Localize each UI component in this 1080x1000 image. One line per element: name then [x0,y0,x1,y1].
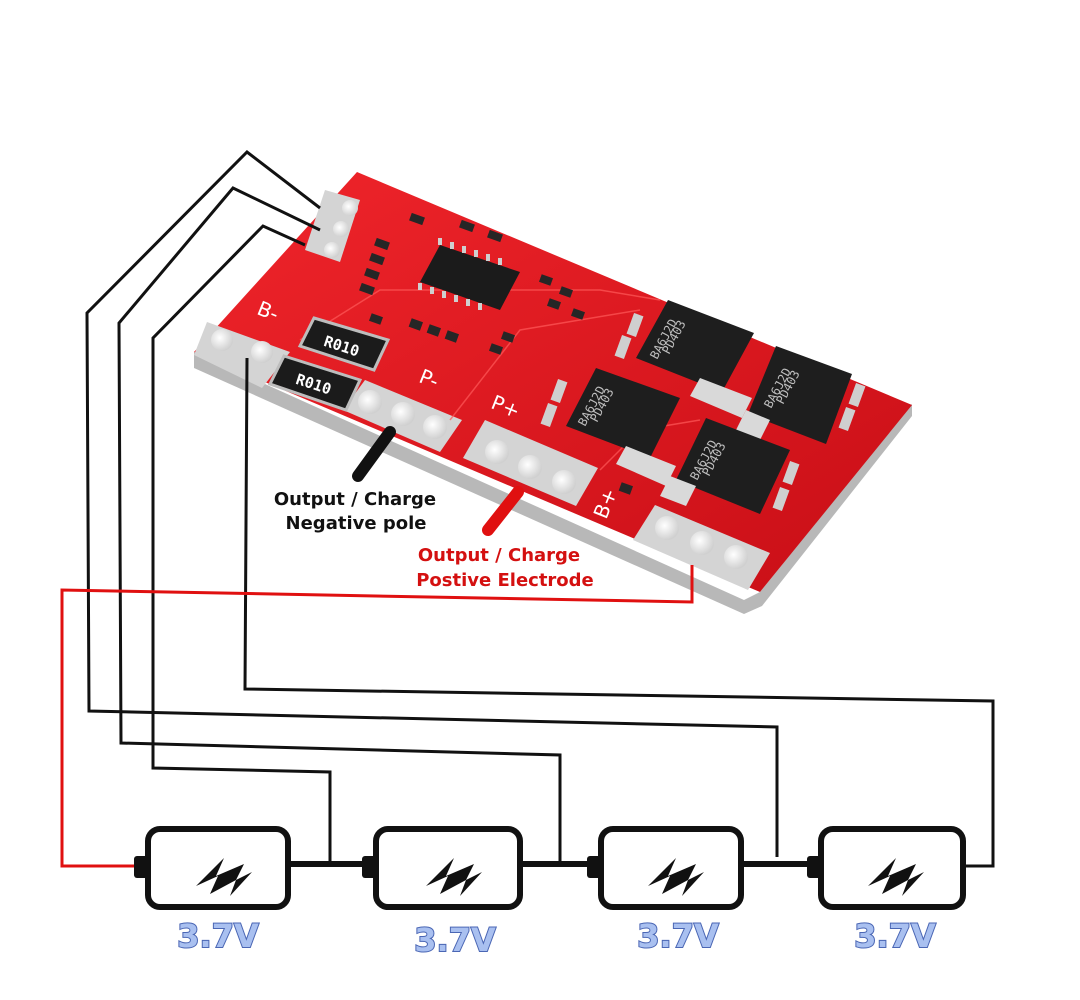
battery-terminal [134,856,148,878]
battery-voltage: 3.7V [637,917,719,955]
wire-b-plus [60,565,694,868]
lightning-icon [426,858,482,896]
mosfet-2: PD403 BA6J2D [736,346,866,444]
pads-b-minus [211,329,273,363]
wire-balance-1 [85,150,779,857]
pad [552,470,576,494]
wire-b-minus [243,357,995,868]
shunt-resistor-2: R010 [267,354,363,412]
pad [342,200,358,216]
label-positive-line2: Postive Electrode [416,570,594,591]
battery-body [818,826,966,910]
smd-components [359,212,634,495]
battery-voltage: 3.7V [854,917,936,955]
wires [60,150,995,868]
pads-p-minus [358,390,447,439]
controller-ic [418,238,520,310]
pad [485,440,509,464]
output-negative-lead [352,426,396,482]
pad [724,545,748,569]
label-positive: Output / Charge Postive Electrode [416,545,594,591]
pad [690,531,714,555]
wire-balance-2 [117,186,562,862]
mosfet-1: PD403 BA6J2D [614,300,754,418]
battery-voltage: 3.7V [177,917,259,955]
mosfet-4: PD403 BA6J2D [660,418,800,514]
mosfet-3: PD403 BA6J2D [540,368,680,486]
battery-1: 3.7V [134,826,291,956]
label-negative-line2: Negative pole [286,513,427,534]
pad [423,415,447,439]
battery-2: 3.7V [362,826,523,960]
pad [333,221,349,237]
pad [391,402,415,426]
pads-p-plus [485,440,576,494]
pad [358,390,382,414]
pad [324,242,340,258]
pad [655,516,679,540]
pad [211,329,233,351]
trace [449,309,641,421]
battery-terminal [362,856,376,878]
battery-terminal [587,856,601,878]
output-positive-lead [482,486,524,536]
pad [251,341,273,363]
lightning-icon [868,858,924,896]
pads-b-plus [655,516,748,569]
label-positive-line1: Output / Charge [418,545,580,566]
label-negative: Output / Charge Negative pole [274,489,436,534]
pads-balance [324,200,358,258]
bms-board: R010 R010 PD403 BA6J2D PD403 BA6J2D [194,172,912,614]
wire-balance-3 [151,224,332,862]
battery-4: 3.7V [807,826,966,956]
label-negative-line1: Output / Charge [274,489,436,510]
shunt-resistor-1: R010 [297,316,391,372]
battery-terminal [807,856,821,878]
battery-3: 3.7V [587,826,744,956]
lightning-icon [196,858,252,896]
lightning-icon [648,858,704,896]
pad [518,455,542,479]
battery-voltage: 3.7V [414,921,496,959]
